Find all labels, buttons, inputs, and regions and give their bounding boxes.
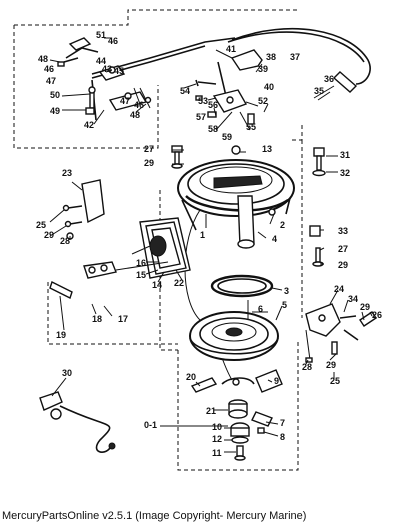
- callout: 22: [174, 278, 184, 288]
- callout: 1: [200, 230, 205, 240]
- callout: 32: [340, 168, 350, 178]
- callout: 28: [60, 236, 70, 246]
- callout: 27: [338, 244, 348, 254]
- callout: 17: [118, 314, 128, 324]
- callout: 55: [246, 122, 256, 132]
- side-bracket: [62, 179, 105, 240]
- callout: 48: [38, 54, 48, 64]
- callout: 40: [264, 82, 274, 92]
- callout: 29: [360, 302, 370, 312]
- callout: 36: [324, 74, 334, 84]
- callout: 5: [282, 300, 287, 310]
- callout: 13: [262, 144, 272, 154]
- callout: 24: [334, 284, 344, 294]
- copyright-footer: MercuryPartsOnline v2.5.1 (Image Copyrig…: [2, 510, 307, 522]
- callout: 59: [222, 132, 232, 142]
- rewind-spring: [210, 274, 274, 298]
- callout: 19: [56, 330, 66, 340]
- callout: 29: [326, 360, 336, 370]
- main-assembly-box: [177, 140, 303, 471]
- callout: 12: [212, 434, 222, 444]
- callout: 57: [196, 112, 206, 122]
- cable-37: [227, 27, 371, 101]
- callout: 23: [62, 168, 72, 178]
- right-fasteners: [309, 147, 326, 267]
- callout: 37: [290, 52, 300, 62]
- callout: 28: [302, 362, 312, 372]
- callout: 9: [274, 376, 279, 386]
- callout: 52: [258, 96, 268, 106]
- callout: 27: [144, 144, 154, 154]
- callout: 34: [348, 294, 358, 304]
- callout: 44: [96, 56, 106, 66]
- cable-30: [39, 391, 116, 453]
- callout: 10: [212, 422, 222, 432]
- callout: 33: [338, 226, 348, 236]
- callout: 45: [114, 66, 124, 76]
- callout: 39: [258, 64, 268, 74]
- callout: 6: [258, 304, 263, 314]
- callout: 18: [92, 314, 102, 324]
- callout: 15: [136, 270, 146, 280]
- callout: 4: [272, 234, 277, 244]
- callout: 7: [280, 418, 285, 428]
- callout: 3: [284, 286, 289, 296]
- rope-pulley: [189, 300, 279, 361]
- callout: 0-1: [144, 420, 157, 430]
- callout: 43: [102, 64, 112, 74]
- leader-lines: [49, 37, 373, 453]
- callout: 46: [134, 100, 144, 110]
- callout: 16: [136, 258, 146, 268]
- callout: 35: [314, 86, 324, 96]
- callout: 38: [266, 52, 276, 62]
- callout: 54: [180, 86, 190, 96]
- callout: 2: [280, 220, 285, 230]
- linkage-inset: [13, 9, 300, 149]
- callout: 53: [198, 96, 208, 106]
- shift-lever: [47, 261, 178, 345]
- callout: 29: [144, 158, 154, 168]
- callout: 49: [50, 106, 60, 116]
- callout: 56: [208, 100, 218, 110]
- top-fasteners: [171, 145, 183, 169]
- callout: 29: [338, 260, 348, 270]
- callout: 30: [62, 368, 72, 378]
- callout: 29: [44, 230, 54, 240]
- callout: 21: [206, 406, 216, 416]
- callout: 51: [96, 30, 106, 40]
- callout: 14: [152, 280, 162, 290]
- callout: 47: [120, 96, 130, 106]
- starter-housing: [177, 145, 295, 249]
- callout: 25: [36, 220, 46, 230]
- callout: 58: [208, 124, 218, 134]
- bracket-group: [195, 49, 263, 131]
- callout: 8: [280, 432, 285, 442]
- callout: 26: [372, 310, 382, 320]
- callout: 46: [108, 36, 118, 46]
- callout: 20: [186, 372, 196, 382]
- callout: 25: [330, 376, 340, 386]
- callout-labels: 51 46 48 46 47 44 43 45 50 49 47 46 42 4…: [36, 30, 382, 458]
- pawl-assembly: [305, 303, 377, 363]
- callout: 41: [226, 44, 236, 54]
- callout: 11: [212, 448, 222, 458]
- callout: 47: [46, 76, 56, 86]
- callout: 50: [50, 90, 60, 100]
- callout: 46: [44, 64, 54, 74]
- callout: 42: [84, 120, 94, 130]
- rope-guide-plates: [131, 217, 191, 279]
- callout: 48: [130, 110, 140, 120]
- callout: 31: [340, 150, 350, 160]
